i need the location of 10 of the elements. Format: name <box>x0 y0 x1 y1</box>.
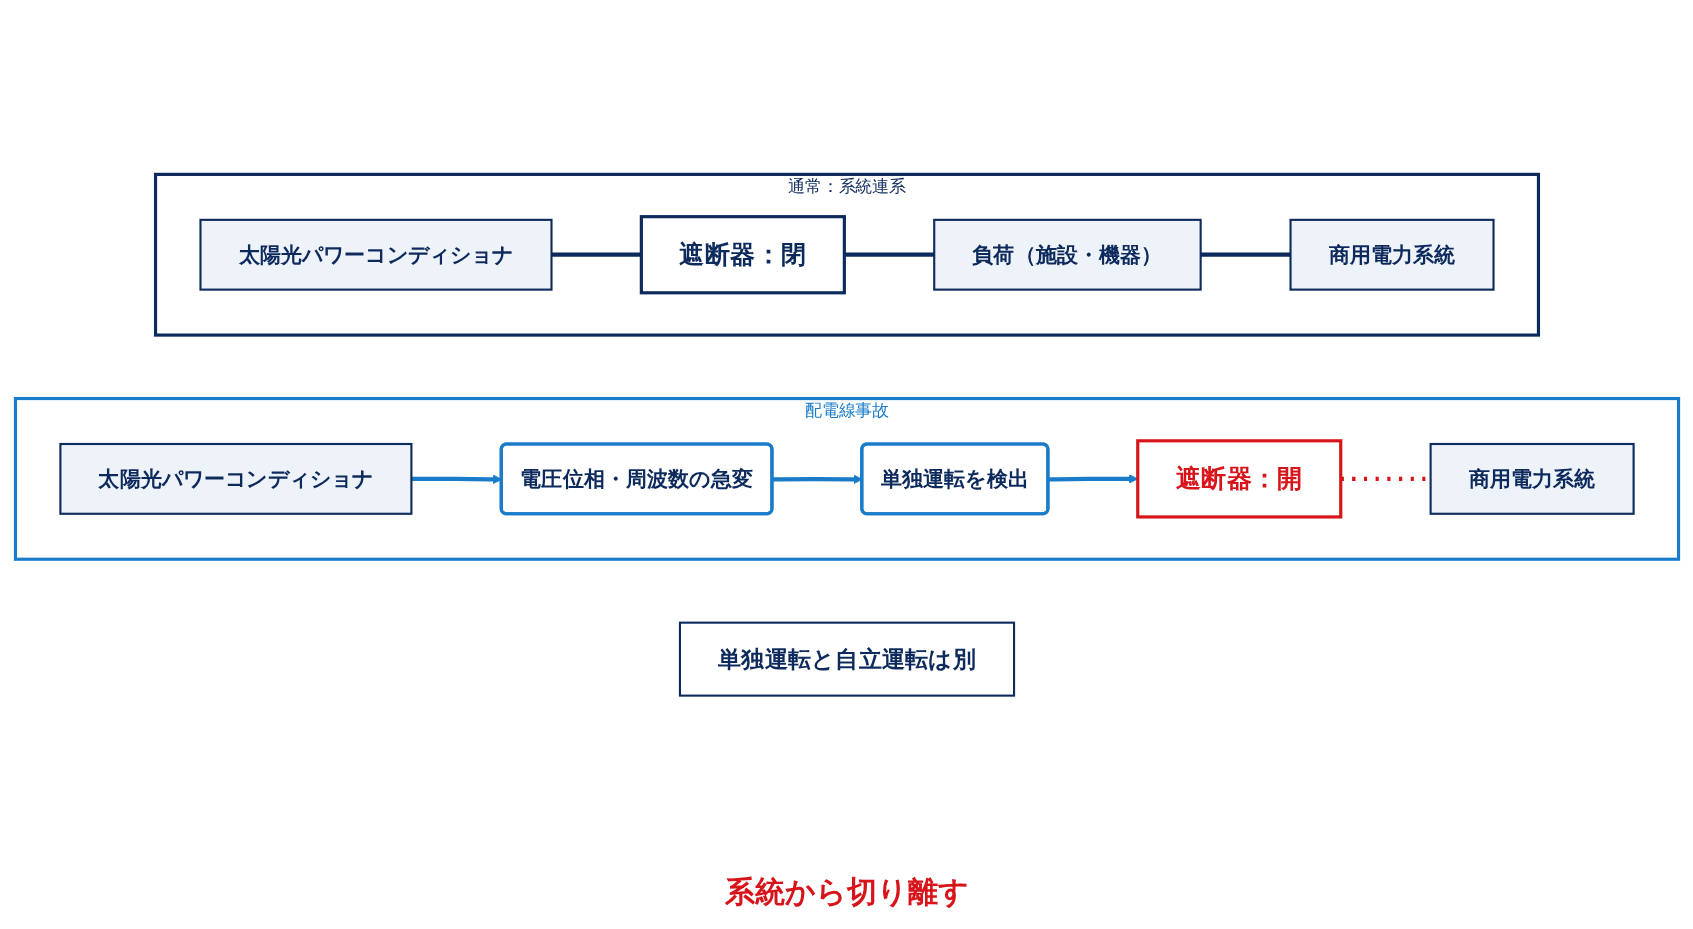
node-box: 商用電力系統 <box>1288 218 1495 291</box>
connector <box>1200 252 1290 257</box>
bracket-note: 系統から切り離す <box>724 873 969 911</box>
node-box: 太陽光パワーコンディショナ <box>198 218 553 291</box>
node-box: 単独運転と自立運転は別 <box>678 621 1015 697</box>
node-box: 太陽光パワーコンディショナ <box>58 442 412 515</box>
node-box: 商用電力系統 <box>1429 442 1635 515</box>
node-box: 遮断器：閉 <box>639 215 846 295</box>
node-box: 負荷（施設・機器） <box>932 218 1202 291</box>
node-box: 遮断器：開 <box>1135 439 1342 519</box>
